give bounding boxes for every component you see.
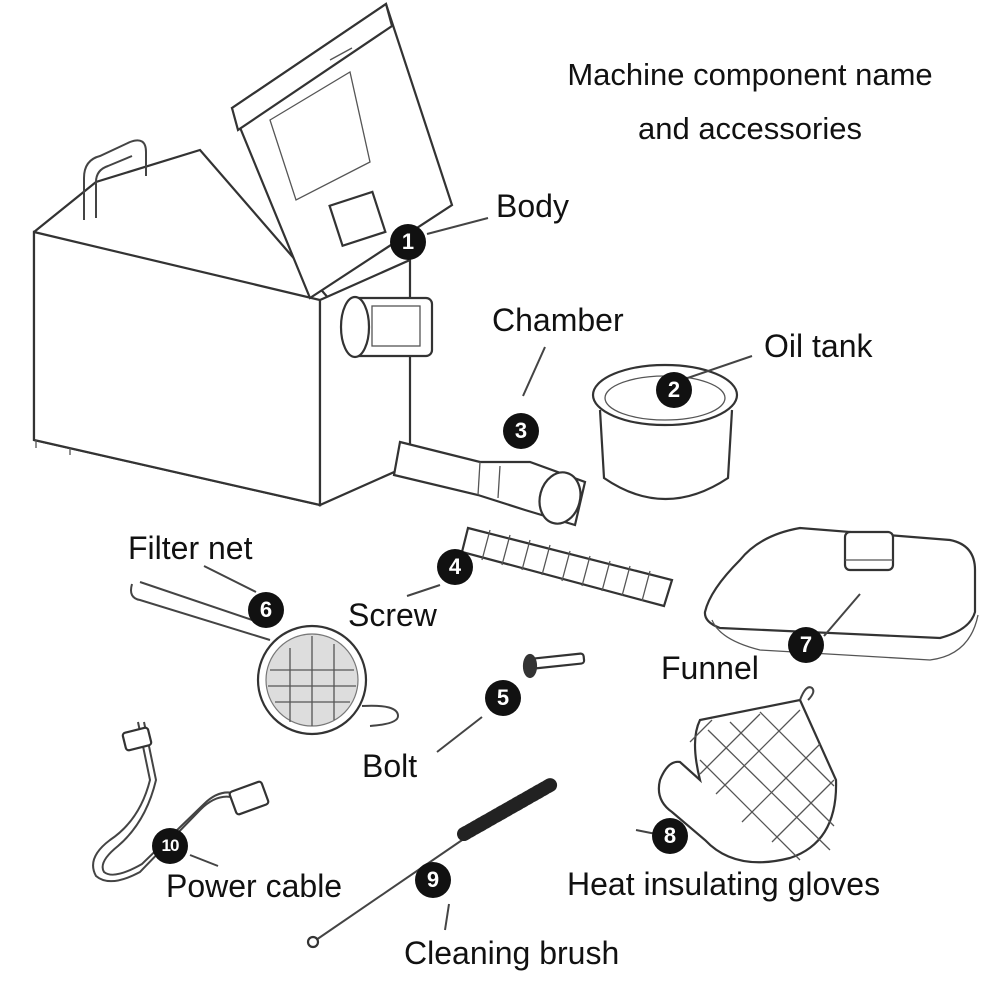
component-label-oil-tank: Oil tank [764,328,873,364]
power-cable-drawing [92,721,270,883]
component-number-badge: 4 [437,549,473,585]
bolt-drawing [522,652,586,679]
screw-drawing [460,526,674,608]
component-number-badge: 6 [248,592,284,628]
component-number-badge: 5 [485,680,521,716]
component-label-power-cable: Power cable [166,868,343,904]
machine-body-drawing [32,2,454,507]
component-number-badge: 2 [656,372,692,408]
component-label-screw: Screw [348,597,437,633]
diagram-title: Machine component name and accessories [520,48,980,156]
title-line-1: Machine component name [567,57,933,92]
component-label-chamber: Chamber [492,302,624,338]
title-line-2: and accessories [637,111,862,146]
component-number-badge: 9 [415,862,451,898]
component-label-gloves: Heat insulating gloves [567,866,881,902]
component-number-badge: 10 [152,828,188,864]
leader-lines [189,217,861,931]
gloves-drawing [657,686,838,864]
component-label-filter-net: Filter net [128,530,253,566]
component-number-badge: 7 [788,627,824,663]
oil-tank-drawing [591,363,739,501]
component-label-funnel: Funnel [661,650,759,686]
component-number-badge: 8 [652,818,688,854]
component-label-body: Body [496,188,569,224]
funnel-drawing [703,526,979,661]
component-number-badge: 3 [503,413,539,449]
component-label-bolt: Bolt [362,748,418,784]
component-label-cleaning-brush: Cleaning brush [404,935,620,971]
cleaning-brush-drawing [306,777,559,949]
component-number-badge: 1 [390,224,426,260]
chamber-drawing [392,440,587,527]
filter-net-drawing [130,581,400,736]
